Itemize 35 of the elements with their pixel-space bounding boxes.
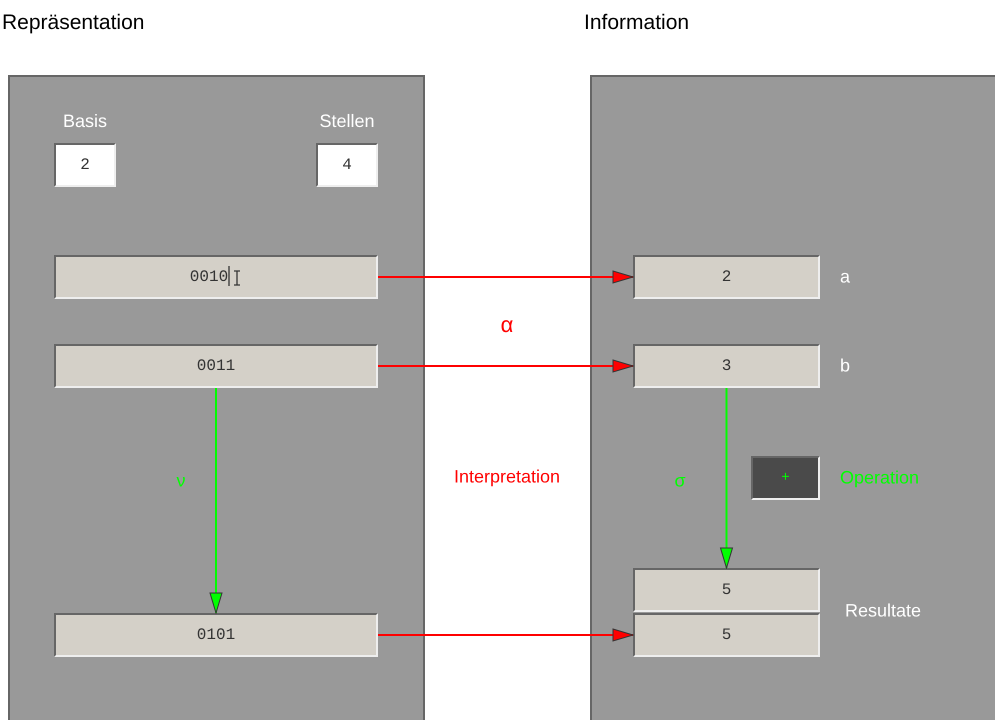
greek-letter-label: α: [500, 312, 514, 338]
value-field: [54, 344, 378, 388]
arrow: [378, 628, 634, 642]
value-field: [54, 255, 378, 299]
arrow: [378, 270, 634, 284]
field-value: 0011: [196, 357, 236, 375]
value-field: [633, 568, 820, 612]
field-value: 2: [722, 268, 732, 286]
field-caption: Operation: [840, 468, 920, 488]
value-field: [633, 255, 820, 299]
field-value: 5: [722, 626, 732, 644]
field-value: 0010: [190, 268, 228, 286]
value-field: [54, 613, 378, 657]
field-value: +: [781, 470, 790, 486]
edge-label: ν: [176, 470, 186, 492]
field-value: 2: [80, 156, 90, 174]
value-field: [633, 344, 820, 388]
mapping-label: Interpretation: [454, 466, 560, 488]
field-caption: b: [840, 356, 850, 376]
panel-title: Information: [584, 11, 690, 35]
field-caption: a: [840, 266, 850, 288]
edge-label: σ: [674, 470, 686, 492]
field-value: 4: [342, 156, 352, 174]
arrow: [210, 388, 222, 614]
field-value: 0101: [196, 626, 236, 644]
arrow: [378, 360, 634, 372]
group-caption: Resultate: [844, 600, 922, 622]
arrow: [720, 388, 733, 568]
panel-title: Repräsentation: [2, 11, 144, 35]
operation-field: [751, 456, 820, 500]
field-value: 3: [722, 357, 732, 375]
field-value: 5: [722, 581, 732, 599]
value-field: [633, 613, 820, 657]
field-label: Basis: [63, 111, 107, 132]
field-label: Stellen: [319, 111, 375, 132]
